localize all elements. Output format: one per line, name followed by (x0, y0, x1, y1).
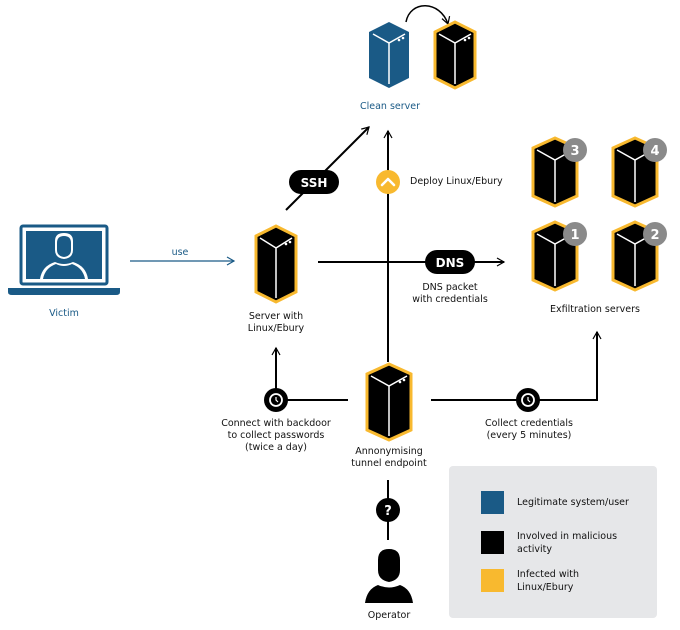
victim-laptop-icon (8, 224, 120, 295)
backdoor-caption: Connect with backdoor to collect passwor… (210, 418, 342, 454)
deploy-label: Deploy Linux/Ebury (410, 176, 503, 187)
replace-arrow (405, 5, 451, 26)
use-label: use (171, 247, 189, 258)
ebury-server-label: Server with Linux/Ebury (236, 311, 316, 335)
exfiltration-server-icon: 4 (611, 136, 667, 208)
victim-label: Victim (49, 308, 79, 319)
legend-swatch-black (481, 531, 504, 554)
question-icon: ? (376, 498, 400, 522)
exfiltration-server-icon: 2 (611, 220, 667, 292)
server-number-badge (643, 222, 667, 246)
victim-person-icon (40, 233, 88, 279)
exfiltration-label: Exfiltration servers (550, 304, 640, 315)
svg-text:DNS: DNS (436, 256, 465, 270)
legend: Legitimate system/user Involved in malic… (449, 466, 657, 618)
ebury-server-label-line1: Server with (248, 311, 304, 322)
backdoor-caption-line1: Connect with backdoor (221, 418, 331, 429)
clock-icon (516, 388, 540, 412)
ssh-badge: SSH (289, 170, 339, 194)
tunnel-label-line1: Annonymising (355, 446, 423, 457)
tunnel-label-line2: tunnel endpoint (351, 458, 427, 469)
operator-person-icon (365, 549, 413, 603)
infected-clean-server-icon (433, 20, 477, 90)
exfiltration-server-icon: 3 (531, 136, 587, 208)
server-number: 1 (570, 228, 579, 243)
svg-text:SSH: SSH (301, 176, 328, 190)
dns-caption: DNS packet with credentials (405, 282, 495, 306)
clock-icon (264, 388, 288, 412)
backdoor-caption-line3: (twice a day) (245, 442, 307, 453)
legend-swatch-blue (481, 491, 504, 514)
operator-label: Operator (367, 610, 411, 621)
server-number-badge (643, 138, 667, 162)
clean-server-icon (369, 22, 409, 88)
ebury-server-label-line2: Linux/Ebury (247, 323, 305, 334)
dns-badge: DNS (425, 250, 475, 274)
svg-text:?: ? (384, 504, 392, 519)
collect-line (431, 330, 602, 401)
dns-caption-line2: with credentials (412, 294, 488, 305)
legend-swatch-yellow (481, 569, 504, 592)
ebury-server-icon (254, 224, 298, 304)
collect-caption-line2: (every 5 minutes) (486, 430, 572, 441)
legend-item-infected: Infected with Linux/Ebury (481, 569, 579, 594)
backdoor-caption-line2: to collect passwords (227, 430, 325, 441)
dns-caption-line1: DNS packet (422, 282, 478, 293)
deploy-chevron-icon (376, 170, 400, 194)
legend-label: Legitimate system/user (517, 497, 629, 508)
legend-item-legitimate: Legitimate system/user (481, 491, 629, 514)
backdoor-line (271, 346, 348, 401)
legend-label: Involved in malicious activity (517, 531, 618, 555)
server-number: 4 (650, 144, 659, 159)
exfiltration-servers: 3 4 1 2 (531, 136, 667, 292)
legend-label: Infected with Linux/Ebury (517, 569, 580, 593)
collect-caption-line1: Collect credentials (485, 418, 573, 429)
legend-item-malicious: Involved in malicious activity (481, 531, 617, 556)
server-number-badge (563, 138, 587, 162)
clean-server-label: Clean server (359, 101, 421, 112)
collect-caption: Collect credentials (every 5 minutes) (474, 418, 584, 442)
exfiltration-server-icon: 1 (531, 220, 587, 292)
tunnel-label: Annonymising tunnel endpoint (341, 446, 437, 470)
tunnel-endpoint-icon (365, 362, 413, 442)
server-number: 2 (650, 228, 659, 243)
ssh-arrow (285, 126, 370, 211)
server-number: 3 (570, 144, 579, 159)
server-number-badge (563, 222, 587, 246)
